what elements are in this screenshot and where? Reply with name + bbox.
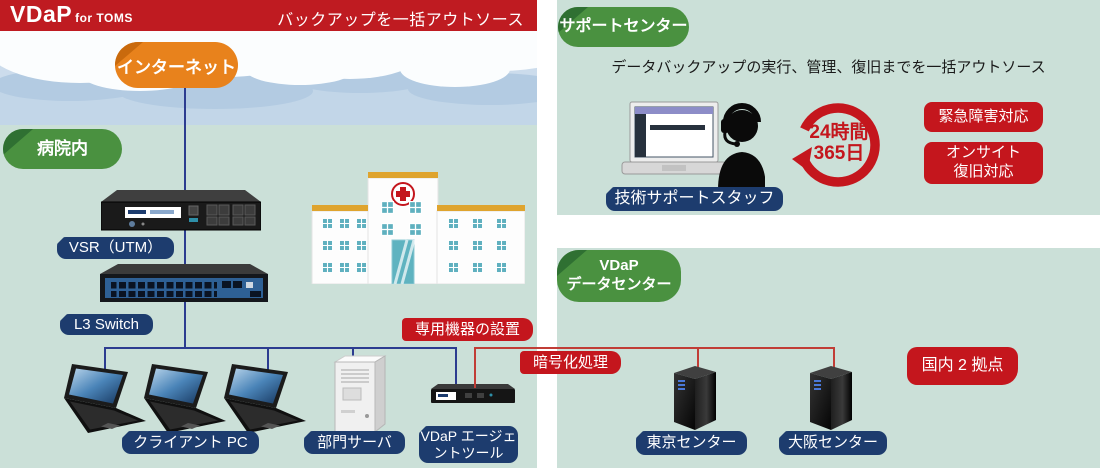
- hospital-panel: インターネット 病院内 VSR（UTM） L3 Sw: [0, 0, 537, 468]
- hospital-area-label: 病院内: [37, 139, 88, 159]
- internet-badge-label: インターネット: [117, 57, 236, 77]
- datacenter-badge: VDaP データセンター: [557, 250, 681, 302]
- dept-server-icon: [333, 355, 387, 432]
- lan-drop-laptop1: [104, 347, 106, 373]
- support-center-panel: サポートセンター 技術サポートスタッフ 緊急障害対応 オンサイト 復旧対応: [557, 0, 1100, 215]
- locations-badge: 国内 2 拠点: [907, 347, 1018, 385]
- internet-badge: インターネット: [115, 42, 238, 88]
- lan-drop-agent: [455, 347, 457, 388]
- client-pc-label: クライアント PC: [122, 431, 259, 454]
- l3-switch-label: L3 Switch: [60, 314, 153, 335]
- sky-clouds-illustration: [0, 31, 537, 125]
- lan-drop-laptop3: [267, 347, 269, 373]
- availability-text: 24時間 365日: [809, 122, 869, 164]
- client-laptop-icon: [64, 364, 146, 433]
- tokyo-center-label: 東京センター: [636, 431, 747, 455]
- wan-drop-osaka: [833, 347, 835, 368]
- vsr-utm-device-icon: [101, 190, 261, 231]
- client-laptop-icon: [224, 364, 306, 433]
- osaka-center-label: 大阪センター: [779, 431, 887, 455]
- wan-drop-tokyo: [697, 347, 699, 368]
- client-laptop-icon: [144, 364, 226, 433]
- vsr-label: VSR（UTM）: [57, 237, 174, 259]
- wan-line-agent-riser: [474, 347, 476, 388]
- osaka-server-icon: [810, 366, 852, 430]
- agent-device-icon: [431, 384, 515, 403]
- tokyo-server-icon: [674, 366, 716, 430]
- agent-tool-label: VDaP エージェ ントツール: [419, 426, 518, 463]
- datacenter-panel: VDaP データセンター 東京センター 大阪センター 国内 2 拠点: [557, 248, 1100, 468]
- support-description: データバックアップの実行、管理、復旧までを一括アウトソース: [611, 59, 1046, 76]
- lan-drop-server: [352, 347, 354, 361]
- hospital-building-icon: [311, 172, 525, 284]
- dedicated-equipment-callout: 専用機器の設置: [402, 318, 533, 341]
- hospital-area-badge: 病院内: [3, 129, 122, 169]
- availability-ring-icon: [792, 103, 880, 187]
- emergency-response-badge: 緊急障害対応: [924, 102, 1043, 132]
- support-center-badge: サポートセンター: [558, 7, 689, 47]
- support-staff-label: 技術サポートスタッフ: [606, 187, 783, 211]
- wan-line-horizontal: [474, 347, 834, 349]
- support-staff-icon: [621, 101, 765, 190]
- onsite-recovery-badge: オンサイト 復旧対応: [924, 142, 1043, 184]
- encryption-callout: 暗号化処理: [520, 351, 621, 374]
- brand-logo-suffix: for TOMS: [75, 11, 133, 25]
- lan-line-horizontal: [104, 347, 457, 349]
- dept-server-label: 部門サーバ: [304, 431, 405, 454]
- banner-tagline: バックアップを一括アウトソース: [277, 12, 524, 29]
- l3-switch-icon: [100, 264, 268, 302]
